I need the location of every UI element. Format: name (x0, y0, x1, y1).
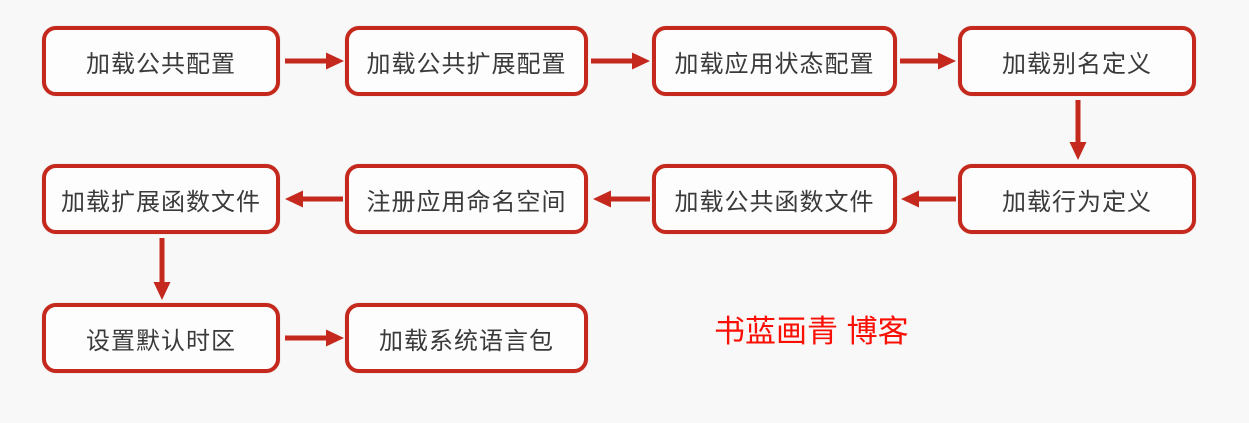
node-load-system-language-pack: 加载系统语言包 (345, 303, 588, 373)
node-load-alias-definitions: 加载别名定义 (958, 26, 1196, 96)
node-label: 加载行为定义 (1002, 188, 1152, 216)
node-load-extended-function-files: 加载扩展函数文件 (42, 164, 280, 234)
node-label: 加载扩展函数文件 (61, 188, 261, 216)
node-label: 加载系统语言包 (379, 327, 554, 355)
node-label: 注册应用命名空间 (366, 188, 567, 216)
node-label: 设置默认时区 (86, 327, 236, 355)
node-load-common-function-files: 加载公共函数文件 (652, 164, 897, 234)
node-set-default-timezone: 设置默认时区 (42, 303, 280, 373)
node-label: 加载别名定义 (1002, 50, 1152, 78)
node-label: 加载公共配置 (86, 50, 236, 78)
watermark-text: 书蓝画青 博客 (714, 314, 909, 349)
node-label: 加载公共函数文件 (674, 188, 875, 216)
node-label: 加载应用状态配置 (674, 50, 875, 78)
node-load-common-config: 加载公共配置 (42, 26, 280, 96)
node-load-common-extended-config: 加载公共扩展配置 (345, 26, 588, 96)
node-load-behavior-definitions: 加载行为定义 (958, 164, 1196, 234)
node-label: 加载公共扩展配置 (366, 50, 567, 78)
node-load-app-state-config: 加载应用状态配置 (652, 26, 897, 96)
node-register-app-namespace: 注册应用命名空间 (345, 164, 588, 234)
